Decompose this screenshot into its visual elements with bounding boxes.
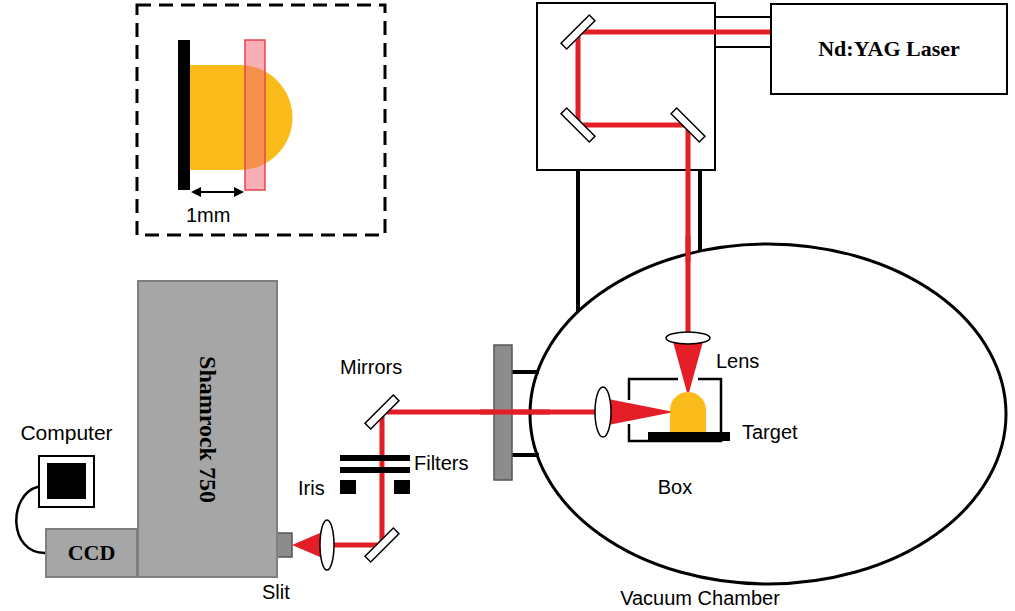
laser-beam [578, 32, 770, 338]
entrance-slit [276, 533, 292, 557]
support-post [698, 170, 702, 251]
mirror [365, 395, 399, 429]
dimension-arrowhead [234, 187, 244, 197]
iris-blade [394, 480, 410, 494]
mirror [561, 15, 595, 49]
mirror [365, 528, 399, 562]
filters-label: Filters [414, 452, 468, 475]
spectrometer-box: Shamrock 750 [137, 280, 278, 578]
inset-laser-sheet [245, 40, 265, 190]
dimension-arrowhead [191, 187, 201, 197]
box-outline [628, 378, 722, 442]
support-post [576, 170, 580, 311]
collected-light [603, 398, 674, 426]
flange-bracket [512, 453, 539, 457]
inset-plume [190, 65, 293, 170]
ccd-box: CCD [45, 528, 138, 578]
collected-beam [480, 410, 550, 415]
mirror [671, 108, 705, 142]
spectrometer-label: Shamrock 750 [194, 356, 221, 503]
sample-box: Box [628, 378, 722, 500]
coupling-line [715, 46, 770, 48]
inset-frame [137, 5, 385, 235]
chamber-label: Vacuum Chamber [615, 587, 785, 610]
iris-blade [340, 480, 356, 494]
coupling-line [715, 16, 770, 18]
focused-beam [672, 338, 704, 396]
collection-lens [595, 387, 611, 437]
dimension-line [198, 191, 236, 193]
slit-label: Slit [262, 581, 290, 604]
monitor-screen [47, 463, 86, 499]
collected-beam [327, 412, 603, 545]
plasma-plume [670, 392, 706, 433]
iris-label: Iris [298, 477, 325, 500]
box-wall [629, 379, 721, 441]
target-plate [648, 432, 730, 441]
focusing-lens [666, 332, 710, 344]
filter [340, 455, 410, 461]
coupling-lens [320, 520, 334, 570]
computer-monitor: Computer [38, 455, 95, 508]
flange-bracket [512, 370, 539, 374]
laser-box: Nd:YAG Laser [770, 3, 1008, 95]
mirror [561, 108, 595, 142]
ccd-label: CCD [68, 540, 116, 566]
dimension-label: 1mm [186, 204, 230, 227]
laser-label: Nd:YAG Laser [818, 36, 960, 62]
mirrors-label: Mirrors [340, 356, 402, 379]
target-label: Target [742, 421, 798, 444]
box-label: Box [628, 476, 722, 499]
chamber-wall [530, 244, 1006, 584]
lens-label: Lens [716, 350, 759, 373]
inset-target [178, 40, 190, 190]
laser-beam [686, 236, 691, 262]
filter [340, 467, 410, 473]
computer-label: Computer [8, 421, 125, 445]
